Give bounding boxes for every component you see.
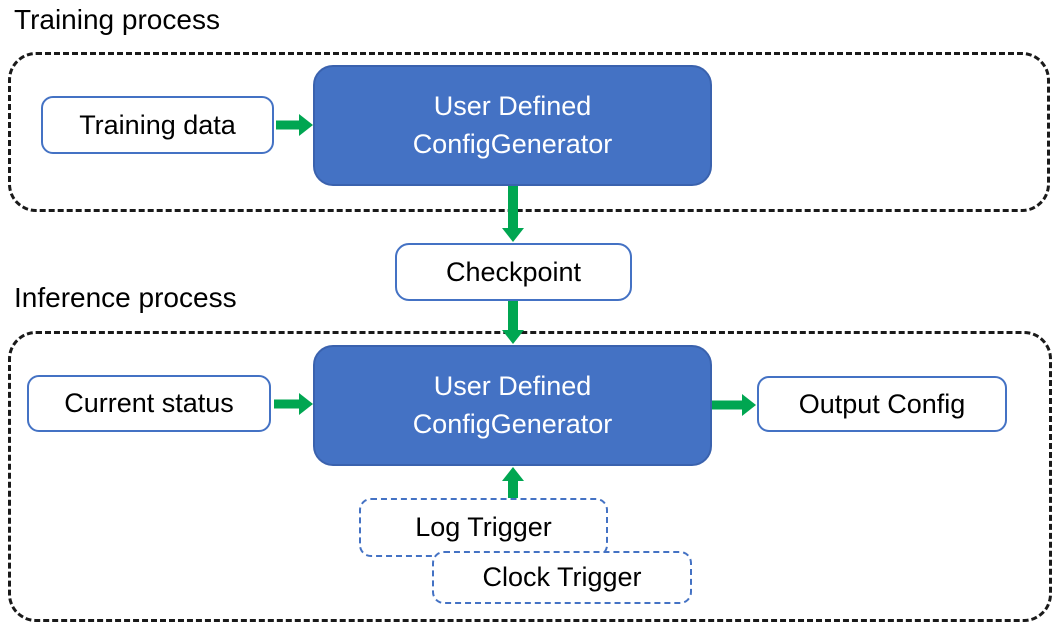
arrow-shaft <box>712 400 744 410</box>
arrow-head <box>502 467 524 481</box>
current-status-label: Current status <box>64 388 234 418</box>
generator-label-line2: ConfigGenerator <box>412 128 613 159</box>
arrow-shaft <box>508 301 518 332</box>
output-config-box: Output Config <box>757 376 1007 432</box>
inference-section-label: Inference process <box>14 282 237 313</box>
training-data-box: Training data <box>41 96 274 154</box>
arrow-head <box>502 228 524 242</box>
arrow-current-status-to-generator <box>274 393 313 415</box>
clock-trigger-box: Clock Trigger <box>432 551 692 604</box>
arrow-head <box>742 394 756 416</box>
output-config-label: Output Config <box>798 388 966 419</box>
inference-config-generator-box: User Defined ConfigGenerator <box>313 345 712 466</box>
checkpoint-box: Checkpoint <box>395 243 632 301</box>
arrow-training-data-to-generator <box>276 114 313 136</box>
arrow-head <box>502 330 524 344</box>
log-trigger-label: Log Trigger <box>415 512 552 542</box>
training-data-label: Training data <box>79 109 236 140</box>
arrow-shaft <box>276 120 301 130</box>
current-status-box: Current status <box>27 375 271 432</box>
clock-trigger-label: Clock Trigger <box>482 562 642 592</box>
arrow-shaft <box>508 186 518 230</box>
generator-label-line1: User Defined <box>433 90 592 121</box>
arrow-head <box>299 114 313 136</box>
arrow-triggers-to-generator <box>502 467 524 498</box>
training-config-generator-box: User Defined ConfigGenerator <box>313 65 712 186</box>
arrow-shaft <box>274 399 301 409</box>
training-process-container <box>8 52 1050 212</box>
arrow-generator-to-checkpoint <box>502 186 524 242</box>
arrow-checkpoint-to-inference-generator <box>502 301 524 344</box>
generator-label-line1: User Defined <box>433 370 592 401</box>
inference-process-container <box>8 331 1052 622</box>
training-section-label: Training process <box>14 4 220 35</box>
arrow-shaft <box>508 479 518 498</box>
arrow-generator-to-output-config <box>712 394 756 416</box>
generator-label-line2: ConfigGenerator <box>412 408 613 439</box>
arrow-head <box>299 393 313 415</box>
log-trigger-box: Log Trigger <box>359 498 608 557</box>
checkpoint-label: Checkpoint <box>445 256 582 287</box>
